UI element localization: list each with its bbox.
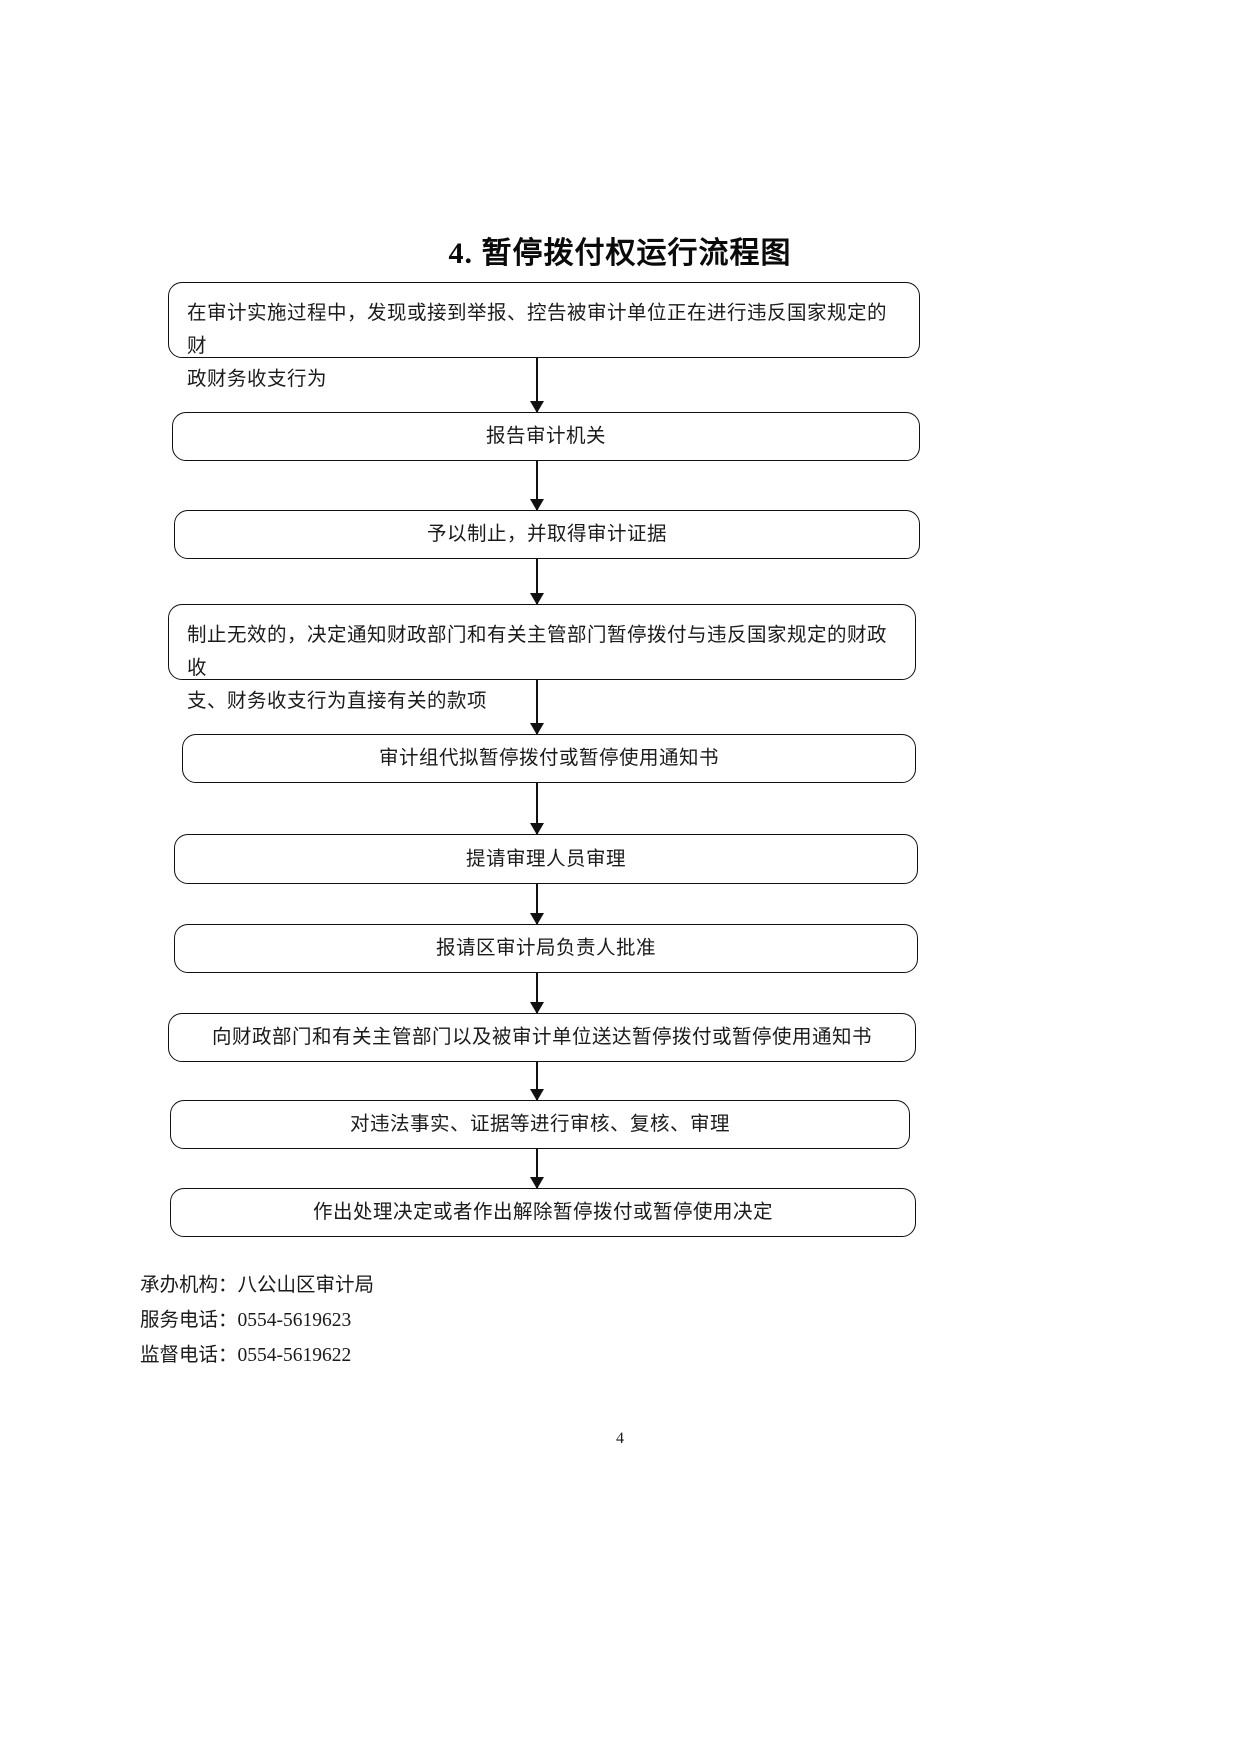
connector-arrow-2-3	[536, 461, 538, 510]
connector-arrow-8-9	[536, 1062, 538, 1100]
flow-node-7[interactable]: 报请区审计局负责人批准	[174, 924, 918, 973]
flow-node-3[interactable]: 予以制止，并取得审计证据	[174, 510, 920, 559]
connector-arrow-9-10	[536, 1149, 538, 1188]
agency-line: 承办机构：八公山区审计局	[140, 1275, 375, 1296]
connector-arrow-7-8	[536, 973, 538, 1013]
flow-node-6[interactable]: 提请审理人员审理	[174, 834, 918, 884]
flow-node-1-line-1: 在审计实施过程中，发现或接到举报、控告被审计单位正在进行违反国家规定的财	[187, 303, 888, 357]
flow-node-4-line-2: 支、财务收支行为直接有关的款项	[187, 691, 488, 712]
connector-arrow-6-7	[536, 884, 538, 924]
connector-arrow-5-6	[536, 783, 538, 834]
flow-node-9[interactable]: 对违法事实、证据等进行审核、复核、审理	[170, 1100, 910, 1149]
flow-node-1-line-2: 政财务收支行为	[187, 369, 328, 390]
contact-info-block: 承办机构：八公山区审计局 服务电话：0554-5619623 监督电话：0554…	[140, 1268, 374, 1373]
flow-node-10-label: 作出处理决定或者作出解除暂停拨付或暂停使用决定	[312, 1202, 773, 1223]
service-phone-line: 服务电话：0554-5619623	[140, 1310, 352, 1331]
connector-arrow-3-4	[536, 559, 538, 604]
flow-node-5[interactable]: 审计组代拟暂停拨付或暂停使用通知书	[182, 734, 916, 783]
connector-arrow-4-5	[536, 680, 538, 734]
flow-node-3-label: 予以制止，并取得审计证据	[426, 524, 667, 545]
flow-node-4[interactable]: 制止无效的，决定通知财政部门和有关主管部门暂停拨付与违反国家规定的财政收 支、财…	[168, 604, 916, 712]
page-number: 4	[616, 1430, 624, 1447]
flow-node-2[interactable]: 报告审计机关	[172, 412, 920, 461]
flow-node-7-label: 报请区审计局负责人批准	[435, 938, 656, 959]
flow-node-5-label: 审计组代拟暂停拨付或暂停使用通知书	[378, 748, 719, 769]
flow-node-8[interactable]: 向财政部门和有关主管部门以及被审计单位送达暂停拨付或暂停使用通知书	[168, 1013, 916, 1062]
page-title: 4. 暂停拨付权运行流程图	[448, 237, 792, 270]
flow-node-4-line-1: 制止无效的，决定通知财政部门和有关主管部门暂停拨付与违反国家规定的财政收	[187, 625, 888, 679]
flow-node-6-label: 提请审理人员审理	[465, 848, 626, 870]
flow-node-8-label: 向财政部门和有关主管部门以及被审计单位送达暂停拨付或暂停使用通知书	[211, 1027, 872, 1048]
flow-node-10[interactable]: 作出处理决定或者作出解除暂停拨付或暂停使用决定	[170, 1188, 916, 1237]
supervision-phone-line: 监督电话：0554-5619622	[140, 1345, 352, 1366]
connector-arrow-1-2	[536, 358, 538, 412]
flow-node-2-label: 报告审计机关	[485, 426, 606, 447]
flow-node-9-label: 对违法事实、证据等进行审核、复核、审理	[349, 1114, 730, 1135]
flow-node-1[interactable]: 在审计实施过程中，发现或接到举报、控告被审计单位正在进行违反国家规定的财 政财务…	[168, 282, 920, 390]
